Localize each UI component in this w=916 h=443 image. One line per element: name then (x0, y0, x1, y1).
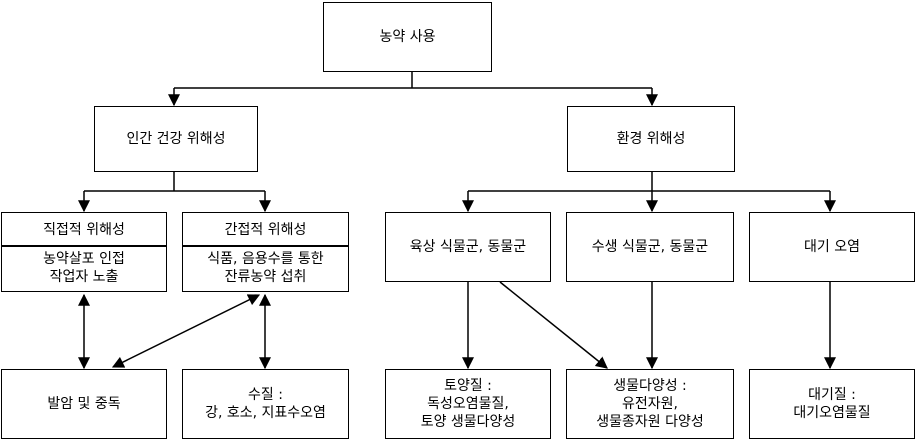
air-quality-box: 대기질 : 대기오염물질 (749, 369, 915, 439)
root-label: 농약 사용 (379, 29, 436, 45)
biodiversity-box: 생물다양성 : 유전자원, 생물종자원 다양성 (566, 369, 734, 439)
land-biota-box: 육상 식물군, 동물군 (385, 212, 551, 282)
biodiversity-label: 생물다양성 : 유전자원, 생물종자원 다양성 (596, 378, 704, 430)
water-quality-box: 수질 : 강, 호소, 지표수오염 (182, 369, 349, 439)
root-box: 농약 사용 (323, 2, 492, 72)
human-health-risk-label: 인간 건강 위해성 (126, 131, 226, 147)
direct-risk-detail: 농약살포 인접 작업자 노출 (43, 251, 125, 285)
indirect-risk-title: 간접적 위해성 (183, 213, 348, 247)
cancer-poisoning-box: 발암 및 중독 (1, 369, 167, 439)
environment-risk-label: 환경 위해성 (616, 131, 686, 147)
aquatic-biota-label: 수생 식물군, 동물군 (591, 239, 709, 255)
air-pollution-box: 대기 오염 (749, 212, 915, 282)
indirect-risk-box: 간접적 위해성 식품, 음용수를 통한 잔류농약 섭취 (182, 212, 349, 292)
direct-risk-box: 직접적 위해성 농약살포 인접 작업자 노출 (1, 212, 167, 292)
air-pollution-label: 대기 오염 (804, 239, 860, 255)
cancer-poisoning-label: 발암 및 중독 (47, 396, 121, 412)
soil-quality-label: 토양질 : 독성오염물질, 토양 생물다양성 (420, 378, 516, 430)
aquatic-biota-box: 수생 식물군, 동물군 (566, 212, 734, 282)
water-quality-label: 수질 : 강, 호소, 지표수오염 (205, 387, 326, 421)
indirect-risk-detail: 식품, 음용수를 통한 잔류농약 섭취 (207, 251, 324, 285)
air-quality-label: 대기질 : 대기오염물질 (793, 387, 871, 421)
direct-risk-title: 직접적 위해성 (2, 213, 166, 247)
environment-risk-box: 환경 위해성 (567, 106, 735, 172)
land-biota-label: 육상 식물군, 동물군 (409, 239, 527, 255)
human-health-risk-box: 인간 건강 위해성 (94, 106, 258, 172)
soil-quality-box: 토양질 : 독성오염물질, 토양 생물다양성 (385, 369, 551, 439)
